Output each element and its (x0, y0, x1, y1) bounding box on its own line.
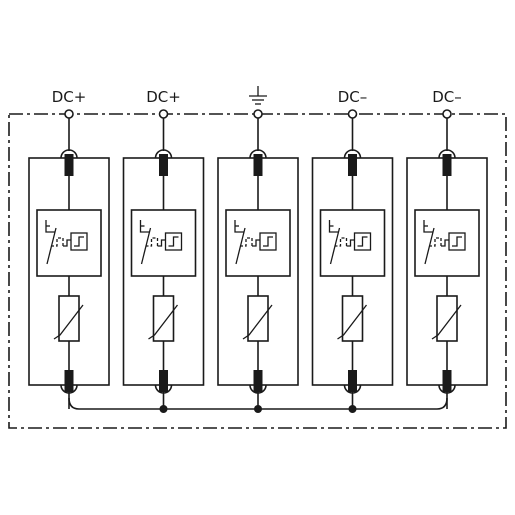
varistor-icon (53, 295, 84, 342)
module-group: DC+ DC+ DC– DC– (28, 86, 488, 413)
terminal-label: DC+ (146, 88, 181, 106)
thermal-disconnector-box (130, 209, 197, 277)
plug-contact-bottom (64, 370, 74, 392)
thermal-disconnector-box (225, 209, 291, 277)
plug-contact-bottom (442, 370, 452, 392)
ground-icon (249, 86, 267, 105)
terminal-connector (64, 109, 74, 119)
thermal-disconnector-box (319, 209, 386, 277)
protection-module-4: DC– (311, 88, 394, 413)
terminal-label: DC– (432, 88, 462, 106)
plug-contact-bottom (348, 370, 357, 392)
protection-module-2: DC+ (122, 88, 205, 413)
common-bus (68, 397, 448, 410)
thermal-disconnector-box (36, 209, 102, 277)
terminal-label: DC+ (52, 88, 87, 106)
terminal-connector (347, 109, 358, 119)
varistor-icon (337, 295, 368, 342)
terminal-label: DC– (338, 88, 368, 106)
terminal-connector (442, 109, 452, 119)
protection-module-1: DC+ (28, 88, 110, 409)
thermal-disconnector-box (414, 209, 480, 277)
plug-contact-bottom (159, 370, 168, 392)
plug-contact-bottom (253, 370, 263, 392)
plug-contact-top (348, 154, 357, 176)
terminal-connector (253, 109, 263, 119)
varistor-icon (148, 295, 179, 342)
plug-contact-top (64, 154, 74, 176)
protection-module-3 (217, 86, 299, 413)
terminal-connector (158, 109, 169, 119)
varistor-icon (242, 295, 273, 342)
plug-contact-top (253, 154, 263, 176)
protection-module-5: DC– (406, 88, 488, 409)
plug-contact-top (442, 154, 452, 176)
enclosure-frame (8, 113, 507, 429)
plug-contact-top (159, 154, 168, 176)
varistor-icon (431, 295, 462, 342)
